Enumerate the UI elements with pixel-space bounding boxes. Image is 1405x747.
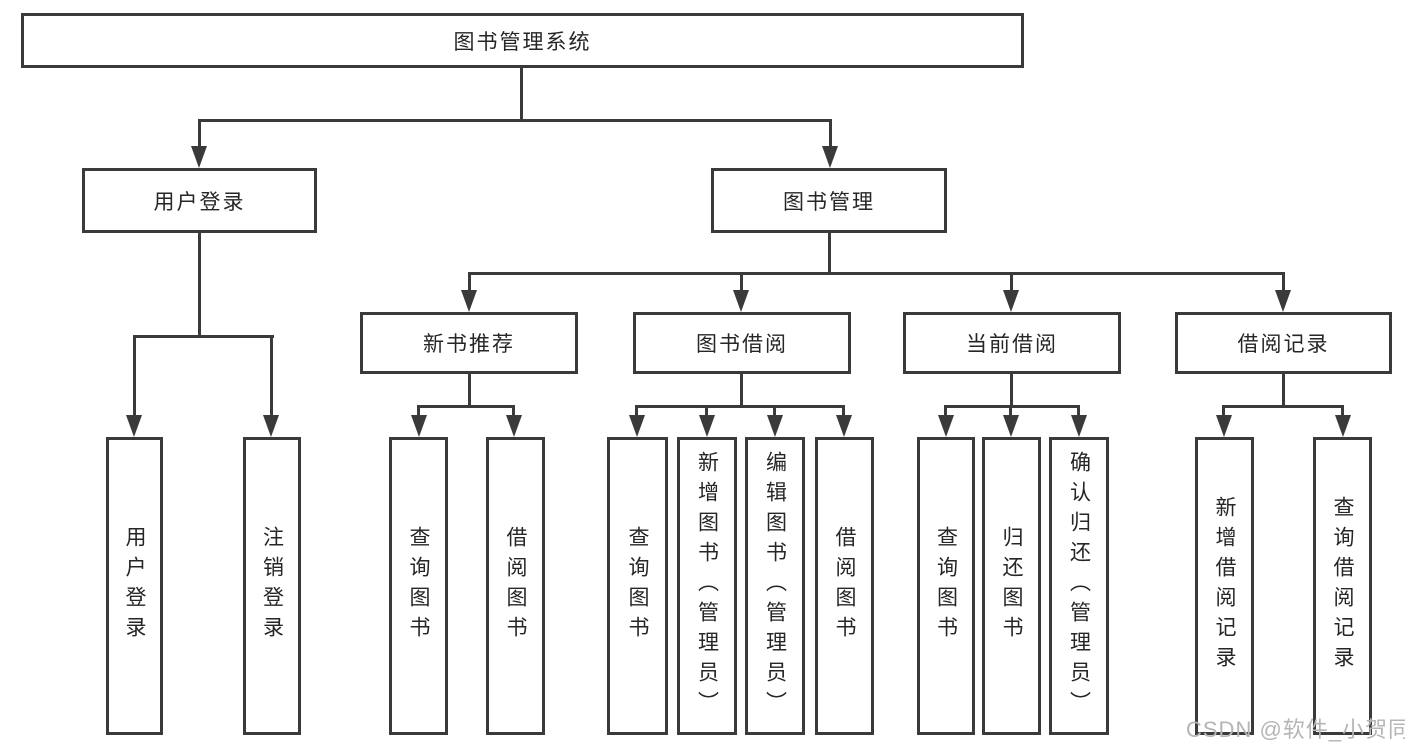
connector-records-stem xyxy=(1282,374,1285,405)
arrow-down-icon xyxy=(1335,415,1351,437)
leaf-add-books-admin-label: 新增图书（管理员） xyxy=(695,451,719,721)
connector-borrow-drop-1 xyxy=(635,405,638,417)
connector-root-right-drop xyxy=(829,119,832,148)
arrow-down-icon xyxy=(126,415,142,437)
leaf-confirm-return-admin-label: 确认归还（管理员） xyxy=(1067,451,1091,721)
arrow-down-icon xyxy=(411,415,427,437)
node-current-borrow-label: 当前借阅 xyxy=(966,333,1058,356)
connector-newbook-drop-2 xyxy=(512,405,515,417)
leaf-borrow-books: 借阅图书 xyxy=(815,437,874,735)
connector-current-branch xyxy=(944,405,1080,408)
leaf-add-borrow-record: 新增借阅记录 xyxy=(1195,437,1254,735)
arrow-down-icon xyxy=(629,415,645,437)
arrow-down-icon xyxy=(1071,415,1087,437)
node-user-login-label: 用户登录 xyxy=(153,190,246,214)
arrow-down-icon xyxy=(263,415,279,437)
arrow-down-icon xyxy=(733,290,749,312)
connector-mgmt-branch xyxy=(468,272,1285,275)
leaf-edit-books-admin-label: 编辑图书（管理员） xyxy=(763,451,787,721)
leaf-user-login: 用户登录 xyxy=(106,437,163,735)
leaf-edit-books-admin: 编辑图书（管理员） xyxy=(745,437,805,735)
connector-records-drop-2 xyxy=(1341,405,1344,417)
leaf-query-books-recommend-label: 查询图书 xyxy=(407,526,430,646)
leaf-borrow-books-recommend-label: 借阅图书 xyxy=(504,526,527,646)
arrow-down-icon xyxy=(699,415,715,437)
connector-current-drop-3 xyxy=(1077,405,1080,417)
connector-current-stem xyxy=(1010,374,1013,405)
connector-newbook-drop-1 xyxy=(417,405,420,417)
node-borrow-records: 借阅记录 xyxy=(1175,312,1392,374)
leaf-borrow-books-recommend: 借阅图书 xyxy=(486,437,545,735)
connector-borrow-stem xyxy=(740,374,743,405)
connector-borrow-drop-3 xyxy=(773,405,776,417)
leaf-query-borrow-record-label: 查询借阅记录 xyxy=(1331,496,1354,676)
leaf-return-books-label: 归还图书 xyxy=(1000,526,1023,646)
leaf-query-books-current-label: 查询图书 xyxy=(934,526,958,646)
connector-mgmt-stem xyxy=(828,232,831,272)
leaf-user-login-label: 用户登录 xyxy=(123,526,146,646)
arrow-down-icon xyxy=(822,146,838,168)
node-book-borrow: 图书借阅 xyxy=(633,312,851,374)
connector-root-left-drop xyxy=(198,119,201,148)
leaf-query-books-borrow-label: 查询图书 xyxy=(626,526,649,646)
arrow-down-icon xyxy=(191,146,207,168)
node-user-login: 用户登录 xyxy=(82,168,317,233)
connector-borrow-drop-4 xyxy=(842,405,845,417)
connector-current-drop-2 xyxy=(1009,405,1012,417)
node-book-management: 图书管理 xyxy=(711,168,947,233)
connector-login-drop-1 xyxy=(133,335,136,417)
arrow-down-icon xyxy=(836,415,852,437)
node-new-book-recommend-label: 新书推荐 xyxy=(423,333,515,356)
connector-root-branch xyxy=(198,119,832,122)
leaf-query-books-current: 查询图书 xyxy=(917,437,975,735)
connector-login-branch xyxy=(133,335,274,338)
connector-newbook-branch xyxy=(417,405,515,408)
connector-login-stem xyxy=(198,232,201,335)
connector-records-drop-1 xyxy=(1222,405,1225,417)
connector-borrow-branch xyxy=(635,405,845,408)
arrow-down-icon xyxy=(1216,415,1232,437)
connector-newbook-stem xyxy=(468,374,471,405)
connector-borrow-drop-2 xyxy=(705,405,708,417)
node-book-management-label: 图书管理 xyxy=(783,190,875,214)
arrow-down-icon xyxy=(938,415,954,437)
leaf-logout-label: 注销登录 xyxy=(260,526,284,646)
node-root: 图书管理系统 xyxy=(21,13,1024,68)
arrow-down-icon xyxy=(1003,415,1019,437)
connector-current-drop-1 xyxy=(944,405,947,417)
leaf-confirm-return-admin: 确认归还（管理员） xyxy=(1049,437,1109,735)
node-new-book-recommend: 新书推荐 xyxy=(360,312,578,374)
leaf-query-borrow-record: 查询借阅记录 xyxy=(1313,437,1372,735)
arrow-down-icon xyxy=(767,415,783,437)
arrow-down-icon xyxy=(1003,290,1019,312)
node-borrow-records-label: 借阅记录 xyxy=(1237,333,1330,356)
arrow-down-icon xyxy=(506,415,522,437)
node-root-label: 图书管理系统 xyxy=(453,30,592,54)
connector-mgmt-drop-3 xyxy=(1010,272,1013,292)
leaf-borrow-books-label: 借阅图书 xyxy=(833,526,856,646)
node-current-borrow: 当前借阅 xyxy=(903,312,1121,374)
leaf-add-borrow-record-label: 新增借阅记录 xyxy=(1213,496,1236,676)
arrow-down-icon xyxy=(461,290,477,312)
connector-mgmt-drop-2 xyxy=(740,272,743,292)
leaf-query-books-recommend: 查询图书 xyxy=(389,437,448,735)
csdn-watermark: CSDN @软件_小贺同学 xyxy=(1186,717,1405,742)
leaf-add-books-admin: 新增图书（管理员） xyxy=(677,437,737,735)
leaf-query-books-borrow: 查询图书 xyxy=(607,437,668,735)
node-book-borrow-label: 图书借阅 xyxy=(696,333,788,356)
leaf-return-books: 归还图书 xyxy=(982,437,1041,735)
connector-root-stem xyxy=(520,68,523,119)
leaf-logout: 注销登录 xyxy=(243,437,301,735)
connector-mgmt-drop-1 xyxy=(468,272,471,292)
connector-mgmt-drop-4 xyxy=(1282,272,1285,292)
arrow-down-icon xyxy=(1275,290,1291,312)
connector-records-branch xyxy=(1222,405,1344,408)
connector-login-drop-2 xyxy=(270,335,273,417)
